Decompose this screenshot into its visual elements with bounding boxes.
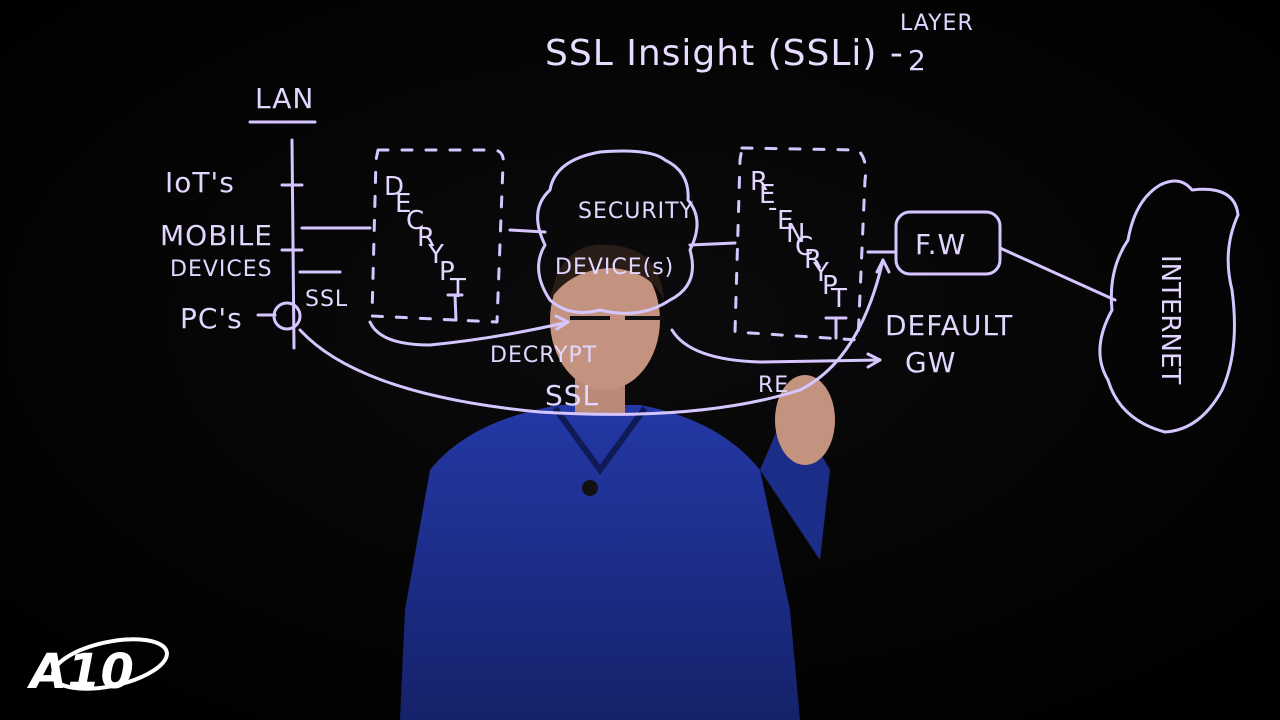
security-label-line2: DEVICE(s) <box>555 255 674 280</box>
default-gw-line1: DEFAULT <box>885 309 1013 342</box>
firewall: F.W <box>866 210 1117 302</box>
reencrypt-box: RE-ENCRYPT <box>733 146 868 342</box>
traffic-flows: DECRYPT SSL RE <box>298 258 891 416</box>
annotation-re: RE <box>758 373 789 398</box>
a10-logo: A10 <box>26 637 169 700</box>
internet-cloud: INTERNET <box>1098 179 1240 434</box>
default-gw-line2: GW <box>905 346 956 379</box>
internet-label: INTERNET <box>1155 255 1185 384</box>
presenter <box>400 244 835 720</box>
lan-label: LAN <box>255 82 314 115</box>
annotation-ssl: SSL <box>545 379 599 412</box>
pc-connection-node <box>272 301 302 331</box>
default-gateway: DEFAULT GW <box>885 309 1013 379</box>
title-layer-num: 2 <box>908 44 927 77</box>
reencrypt-box-label: RE-ENCRYPT <box>750 167 847 314</box>
security-label-line1: SECURITY <box>578 199 694 224</box>
lan-device-devices: DEVICES <box>170 257 273 282</box>
lan-device-iot: IoT's <box>165 166 235 199</box>
lan-segment: LAN IoT's MOBILE DEVICES PC's SSL <box>160 82 372 350</box>
title-layer-word: LAYER <box>900 11 974 36</box>
lan-device-mobile: MOBILE <box>160 219 273 252</box>
lan-device-pcs: PC's <box>180 302 243 335</box>
title-main: SSL Insight (SSLi) - <box>545 33 904 74</box>
security-device-cloud: SECURITY DEVICE(s) <box>508 149 737 315</box>
ssl-label: SSL <box>305 287 348 312</box>
a10-logo-text: A10 <box>26 644 134 700</box>
firewall-label: F.W <box>915 228 966 261</box>
title: SSL Insight (SSLi) - LAYER 2 <box>545 11 974 77</box>
annotation-decrypt: DECRYPT <box>490 343 597 368</box>
